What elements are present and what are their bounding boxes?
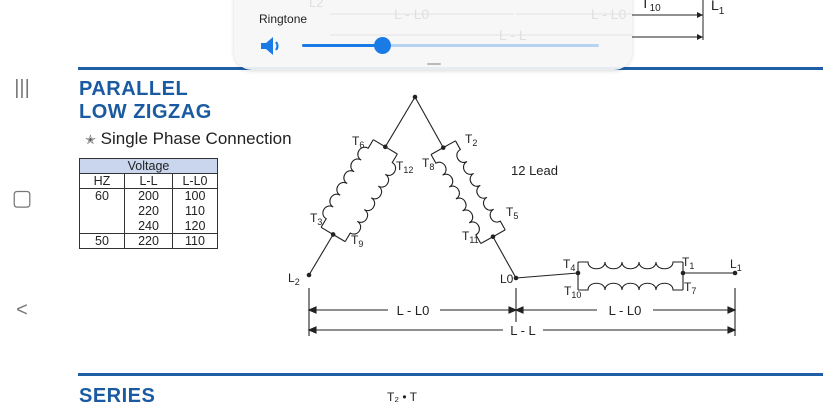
wire xyxy=(373,139,386,148)
arrowhead xyxy=(307,326,317,334)
wire xyxy=(320,226,334,235)
subtitle: ✭ Single Phase Connection xyxy=(85,129,292,149)
volume-fill xyxy=(302,44,383,47)
terminal-dot xyxy=(330,232,336,237)
terminal-dot xyxy=(680,270,686,276)
label-l1-top: L1 xyxy=(711,0,725,17)
wire xyxy=(384,96,416,148)
label-t11: T11 xyxy=(462,229,479,245)
wire xyxy=(332,233,346,243)
label-l2: L2 xyxy=(288,271,300,287)
arrowhead xyxy=(508,306,518,314)
wire xyxy=(442,140,456,149)
label-l0: L0 xyxy=(500,272,514,286)
wire xyxy=(480,236,494,245)
label-t2: T2 xyxy=(465,132,477,148)
ringtone-volume-slider[interactable] xyxy=(302,37,599,54)
label-t3: T3 xyxy=(310,211,322,227)
label-t9: T9 xyxy=(351,233,363,249)
wire xyxy=(492,236,517,279)
wire xyxy=(430,147,444,155)
arrowhead xyxy=(307,306,317,314)
svg-text:L - L: L - L xyxy=(499,27,527,43)
label-t8: T8 xyxy=(422,156,434,172)
label-t5: T5 xyxy=(506,205,518,221)
dim-l-l: L - L xyxy=(510,323,536,338)
section2-title: SERIES xyxy=(79,385,156,407)
col-hz: HZ xyxy=(79,173,125,189)
wire xyxy=(414,96,444,148)
terminal-dot xyxy=(383,144,388,150)
ghost-diagram: L2 L - L0 L - L0 L - L xyxy=(309,0,632,43)
section-divider xyxy=(78,373,823,376)
coil xyxy=(344,153,398,242)
col-ll: L-L xyxy=(124,173,173,189)
section-title-line1: PARALLEL xyxy=(79,78,189,100)
dim-l-l0-right: L - L0 xyxy=(609,303,642,318)
speaker-icon[interactable] xyxy=(260,36,286,56)
lead-label: 12 Lead xyxy=(511,163,558,178)
label-t6: T6 xyxy=(352,134,364,150)
apex-dot xyxy=(412,94,418,100)
l2-terminal xyxy=(306,272,312,278)
back-icon[interactable]: < xyxy=(16,299,28,321)
terminal-dot xyxy=(490,234,496,240)
arrowhead xyxy=(514,306,524,314)
coil xyxy=(578,261,683,270)
wire xyxy=(385,146,398,155)
section-title-line2: LOW ZIGZAG xyxy=(79,101,212,123)
coil xyxy=(320,139,374,228)
svg-text:L - L0: L - L0 xyxy=(394,6,429,22)
l0-terminal xyxy=(513,275,519,281)
recent-apps-icon[interactable]: ||| xyxy=(14,77,30,99)
arrowhead xyxy=(727,306,737,314)
wire xyxy=(308,234,334,276)
arrowhead xyxy=(727,326,737,334)
coil xyxy=(578,282,683,291)
volume-thumb[interactable] xyxy=(374,37,392,54)
volume-panel: L2 L - L0 L - L0 L - L Ringtone xyxy=(234,0,632,70)
label-t4: T4 xyxy=(563,257,575,273)
wire xyxy=(492,229,506,238)
svg-text:L - L0: L - L0 xyxy=(591,6,626,22)
home-icon[interactable]: ▢ xyxy=(11,185,33,210)
coil xyxy=(430,154,482,244)
label-t10-top: T10 xyxy=(641,0,661,14)
panel-drag-handle[interactable] xyxy=(427,63,441,65)
terminal-dot xyxy=(575,270,581,276)
col-ll0: L-L0 xyxy=(172,173,218,189)
top-partial-diagram: T10 L1 xyxy=(632,0,725,40)
l1-terminal xyxy=(732,270,738,276)
svg-text:L2: L2 xyxy=(309,0,323,10)
label-t1: T1 xyxy=(682,255,694,271)
ringtone-label: Ringtone xyxy=(259,12,308,26)
label-t12: T12 xyxy=(396,159,413,175)
terminal-dot xyxy=(440,145,446,150)
label-t7: T7 xyxy=(684,280,696,296)
android-nav-bar: ||| ▢ < xyxy=(0,0,50,400)
dim-l-l0-left: L - L0 xyxy=(397,303,430,318)
coil xyxy=(455,140,506,231)
subtitle-text: Single Phase Connection xyxy=(100,129,292,148)
label-l1: L1 xyxy=(730,257,742,273)
wire xyxy=(515,272,579,279)
label-t10: T10 xyxy=(564,284,581,300)
table-header: Voltage xyxy=(79,158,218,174)
star-icon: ✭ xyxy=(85,132,96,147)
series-partial-label: T₂ • T xyxy=(387,390,417,404)
